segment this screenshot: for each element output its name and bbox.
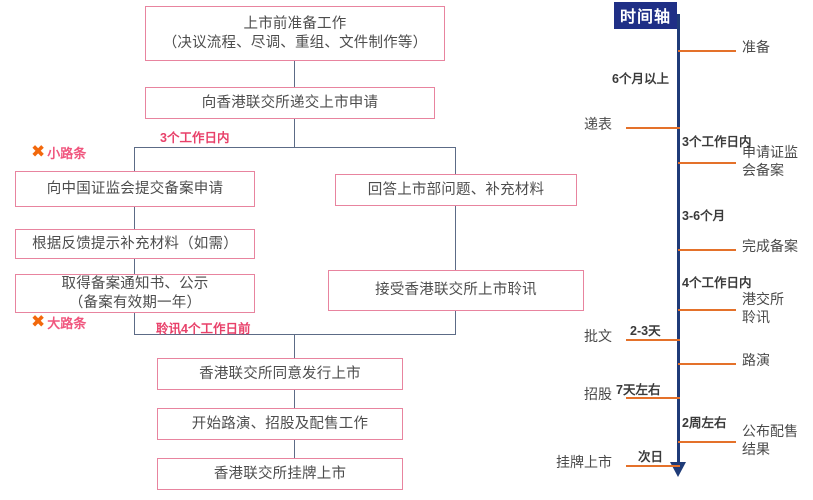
- connector-notice-to-merge: [134, 313, 136, 334]
- timeline-title: 时间轴: [614, 2, 678, 29]
- timeline-label-announce-allotment: 公布配售 结果: [742, 425, 798, 458]
- flow-box-csrc-filing[interactable]: 向中国证监会提交备案申请: [15, 171, 255, 207]
- connector-roadshow-to-listing: [294, 440, 296, 458]
- flow-box-supplement-materials-label: 根据反馈提示补充材料（如需）: [32, 235, 238, 252]
- marker-small-road-pass: ✖ 小路条: [31, 143, 86, 162]
- timeline-label-roadshow: 路演: [742, 354, 770, 369]
- timeline-duration-within-4-business-days: 4个工作日内: [682, 276, 752, 290]
- flow-box-filing-notice-line1: 取得备案通知书、公示: [61, 275, 209, 292]
- timeline-tick-hkex-hearing: [678, 309, 736, 312]
- timeline-label-listing: 挂牌上市: [556, 456, 612, 471]
- annotation-before-hearing-4-business-days: 聆讯4个工作日前: [156, 322, 251, 336]
- connector-merge-to-approval: [294, 334, 296, 358]
- marker-big-road-pass: ✖ 大路条: [31, 313, 86, 332]
- connector-answer-to-hearing: [455, 206, 457, 270]
- timeline-label-apply-csrc-filing: 申请证监 会备案: [742, 146, 798, 179]
- timeline-tick-submit-form: [626, 127, 680, 130]
- connector-split-horizontal: [134, 147, 456, 149]
- marker-small-road-pass-label: 小路条: [47, 146, 87, 161]
- connector-submit-to-split: [294, 119, 296, 147]
- flow-box-csrc-filing-label: 向中国证监会提交备案申请: [46, 180, 224, 197]
- timeline-duration-about-7-days: 7天左右: [616, 383, 661, 397]
- flow-box-hkex-approval-label: 香港联交所同意发行上市: [199, 365, 361, 382]
- marker-big-road-pass-label: 大路条: [47, 316, 87, 331]
- flow-box-submit-application[interactable]: 向香港联交所递交上市申请: [145, 87, 435, 119]
- connector-csrc-to-supplement: [134, 207, 136, 229]
- timeline-tick-apply-csrc-filing: [678, 162, 736, 165]
- timeline-axis: [677, 14, 681, 466]
- flow-box-filing-notice[interactable]: 取得备案通知书、公示 （备案有效期一年）: [15, 274, 255, 313]
- timeline-duration-over-6-months: 6个月以上: [612, 72, 669, 86]
- flow-box-pre-listing-prep-line2: （决议流程、尽调、重组、文件制作等）: [162, 34, 428, 51]
- cross-icon: ✖: [31, 312, 46, 332]
- timeline-label-hkex-hearing: 港交所 聆讯: [742, 293, 784, 326]
- flow-box-roadshow-start[interactable]: 开始路演、招股及配售工作: [157, 408, 403, 440]
- connector-approval-to-roadshow: [294, 390, 296, 408]
- flow-box-answer-questions-label: 回答上市部问题、补充材料: [367, 181, 545, 198]
- timeline-label-preparation: 准备: [742, 41, 770, 56]
- timeline-tick-preparation: [678, 50, 736, 53]
- timeline-tick-roadshow: [678, 363, 736, 366]
- timeline-tick-complete-filing: [678, 249, 736, 252]
- timeline-tick-approval-doc: [626, 339, 680, 342]
- timeline-duration-within-3-business-days: 3个工作日内: [682, 135, 752, 149]
- timeline-tick-listing: [626, 465, 680, 468]
- connector-prep-to-submit: [294, 61, 296, 87]
- cross-icon: ✖: [31, 142, 46, 162]
- timeline-tick-public-offering: [626, 397, 680, 400]
- flow-box-supplement-materials[interactable]: 根据反馈提示补充材料（如需）: [15, 229, 255, 259]
- timeline-duration-2-to-3-days: 2-3天: [630, 324, 661, 338]
- annotation-within-3-business-days: 3个工作日内: [160, 131, 230, 145]
- flow-box-submit-application-label: 向香港联交所递交上市申请: [201, 94, 379, 111]
- timeline-label-submit-form: 递表: [584, 118, 612, 133]
- connector-split-to-right: [455, 147, 457, 174]
- connector-supplement-to-notice: [134, 259, 136, 274]
- flow-box-hkex-listing-label: 香港联交所挂牌上市: [213, 465, 347, 482]
- timeline-label-approval-doc: 批文: [584, 330, 612, 345]
- flow-box-roadshow-start-label: 开始路演、招股及配售工作: [191, 415, 369, 432]
- timeline-duration-next-day: 次日: [638, 450, 664, 464]
- timeline-label-complete-filing: 完成备案: [742, 240, 798, 255]
- timeline-duration-3-to-6-months: 3-6个月: [682, 209, 726, 223]
- flow-box-hearing[interactable]: 接受香港联交所上市聆讯: [328, 270, 584, 311]
- flow-box-hkex-listing[interactable]: 香港联交所挂牌上市: [157, 458, 403, 490]
- flow-box-answer-questions[interactable]: 回答上市部问题、补充材料: [335, 174, 577, 206]
- timeline-label-public-offering: 招股: [584, 388, 612, 403]
- timeline-tick-announce-allotment: [678, 441, 736, 444]
- connector-split-to-left: [134, 147, 136, 171]
- connector-hearing-to-merge: [455, 311, 457, 334]
- flow-box-pre-listing-prep[interactable]: 上市前准备工作 （决议流程、尽调、重组、文件制作等）: [145, 6, 445, 61]
- flow-box-pre-listing-prep-line1: 上市前准备工作: [243, 15, 347, 32]
- flow-box-hearing-label: 接受香港联交所上市聆讯: [375, 282, 537, 299]
- timeline-panel: 时间轴 准备 申请证监 会备案 完成备案 港交所 聆讯 路演 公布配售 结果 递…: [530, 0, 813, 500]
- timeline-duration-about-2-weeks: 2周左右: [682, 416, 727, 430]
- flow-box-hkex-approval[interactable]: 香港联交所同意发行上市: [157, 358, 403, 390]
- flow-box-filing-notice-line2: （备案有效期一年）: [68, 294, 202, 311]
